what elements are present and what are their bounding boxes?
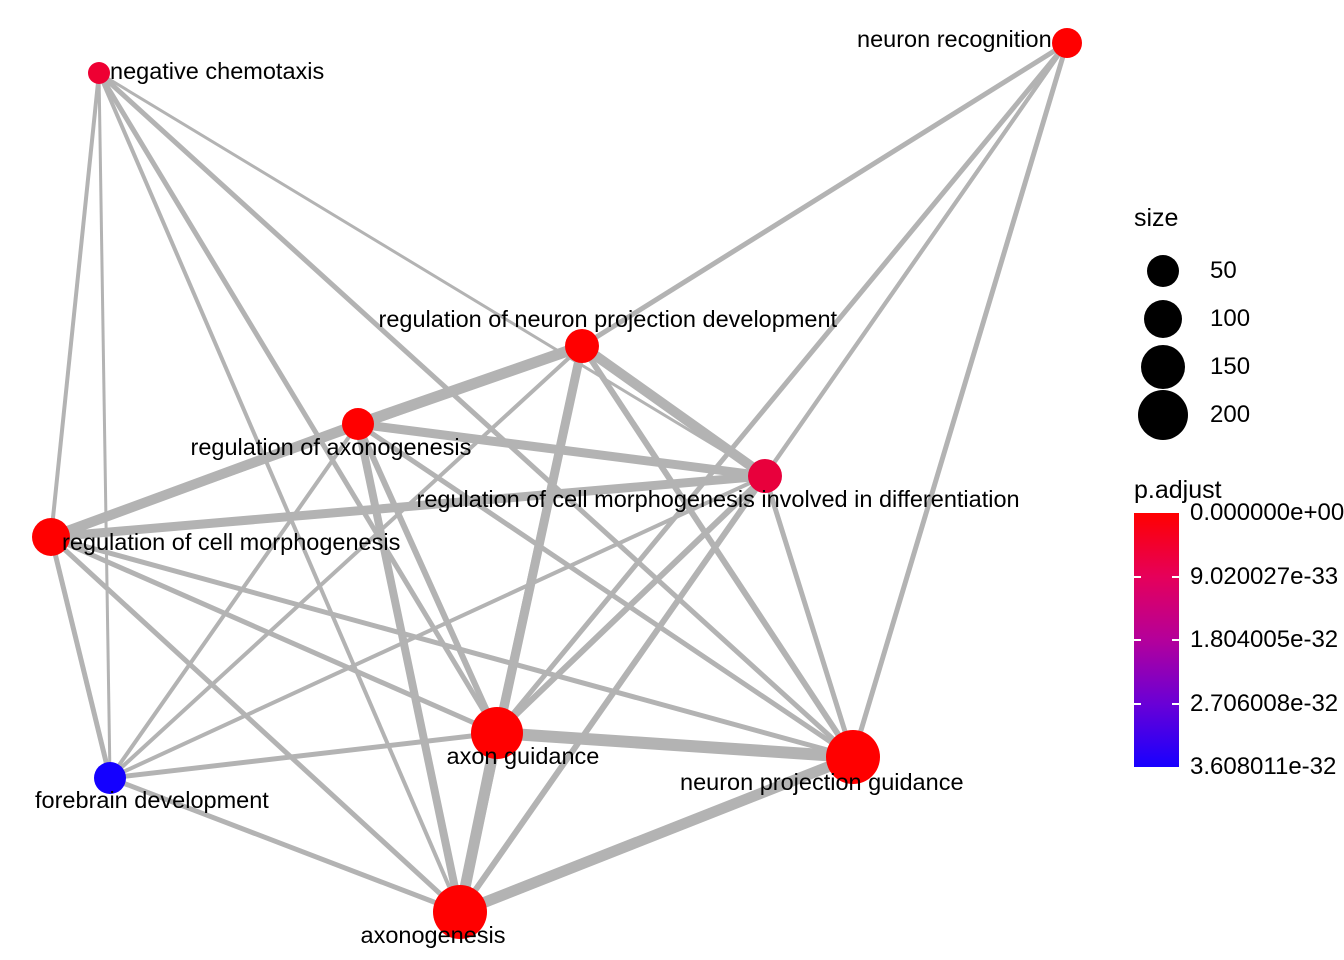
node-label: regulation of neuron projection developm… xyxy=(378,306,838,332)
size-legend-item: 150 xyxy=(1130,343,1340,391)
nodes-layer xyxy=(32,28,1082,939)
node-label: neuron projection guidance xyxy=(680,769,964,795)
network-edge xyxy=(109,730,498,781)
size-legend-circle-icon xyxy=(1138,390,1188,440)
colorbar-tick xyxy=(1172,702,1179,705)
network-edge xyxy=(96,71,500,735)
size-legend-title: size xyxy=(1134,204,1179,232)
size-legend-items: 50 100 150 200 xyxy=(1130,247,1340,440)
colorbar-tick-label: 2.706008e-32 xyxy=(1190,689,1339,717)
network-node[interactable] xyxy=(1052,28,1082,58)
network-edge xyxy=(496,727,854,763)
network-node[interactable] xyxy=(342,408,374,440)
node-label: regulation of axonogenesis xyxy=(190,434,472,460)
network-node[interactable] xyxy=(32,518,70,556)
size-legend-circle-icon xyxy=(1147,255,1179,287)
network-node[interactable] xyxy=(471,707,523,759)
size-legend-value: 150 xyxy=(1210,353,1251,380)
network-edge xyxy=(97,71,855,759)
node-label: neuron recognition xyxy=(857,26,1052,52)
size-legend-swatch xyxy=(1130,345,1196,389)
size-legend-item: 200 xyxy=(1130,390,1340,440)
network-edge xyxy=(763,41,1069,478)
network-edge xyxy=(355,422,500,735)
colorbar-tick-label: 3.608011e-32 xyxy=(1190,753,1337,780)
colorbar-tick xyxy=(1134,702,1141,705)
network-node[interactable] xyxy=(433,885,487,939)
size-legend-item: 100 xyxy=(1130,295,1340,343)
size-legend-value: 200 xyxy=(1210,401,1251,428)
colorbar-tick xyxy=(1134,575,1141,578)
p-adjust-colorbar-area: 0.000000e+00 9.020027e-33 1.804005e-32 2.70… xyxy=(1130,499,1344,780)
network-node[interactable] xyxy=(826,730,880,784)
network-edge xyxy=(108,422,360,780)
network-edge xyxy=(495,41,1069,735)
network-edge xyxy=(762,475,856,758)
network-edge xyxy=(48,536,113,779)
node-label: negative chemotaxis xyxy=(110,58,325,84)
p-adjust-colorbar xyxy=(1134,513,1179,767)
network-edge xyxy=(50,471,766,542)
size-legend-circle-icon xyxy=(1141,345,1185,389)
size-legend-circle-icon xyxy=(1144,300,1182,338)
size-legend-value: 50 xyxy=(1210,257,1237,284)
network-edge xyxy=(356,421,855,760)
node-label: forebrain development xyxy=(35,787,269,813)
network-edge xyxy=(108,344,584,780)
node-label: regulation of cell morphogenesis involve… xyxy=(416,486,1020,512)
network-edge xyxy=(49,72,101,538)
network-edge xyxy=(109,775,461,915)
network-edge xyxy=(50,534,854,760)
network-edge xyxy=(457,474,768,914)
colorbar-tick-label: 9.020027e-33 xyxy=(1190,562,1339,590)
size-legend-swatch xyxy=(1130,255,1196,287)
network-edge xyxy=(49,535,462,914)
network-edge xyxy=(457,751,856,918)
colorbar-tick xyxy=(1172,575,1179,578)
size-legend-item: 50 xyxy=(1130,247,1340,295)
size-legend-swatch xyxy=(1130,300,1196,338)
colorbar-tick-label: 0.000000e+00 xyxy=(1190,499,1344,526)
network-node[interactable] xyxy=(88,62,110,84)
network-node[interactable] xyxy=(565,329,599,363)
network-edge xyxy=(850,42,1070,758)
node-label: axon guidance xyxy=(446,743,600,769)
size-legend-value: 100 xyxy=(1210,305,1251,332)
size-legend-swatch xyxy=(1130,390,1196,440)
p-adjust-legend-title: p.adjust xyxy=(1134,476,1222,504)
network-edge xyxy=(579,341,768,481)
edges-layer xyxy=(48,40,1070,918)
network-node[interactable] xyxy=(748,459,782,493)
network-edge xyxy=(49,534,499,736)
network-edge xyxy=(580,40,1069,349)
colorbar-tick xyxy=(1172,639,1179,641)
size-legend: size 50 100 150 200 xyxy=(1130,204,1340,440)
colorbar-tick-label: 1.804005e-32 xyxy=(1190,626,1339,653)
p-adjust-legend: p.adjust 0.000000e+00 9.020027e-33 1.80400… xyxy=(1130,476,1344,780)
network-edge xyxy=(98,71,766,478)
network-node[interactable] xyxy=(94,762,126,794)
network-edge xyxy=(97,72,462,913)
network-edge xyxy=(357,419,766,481)
network-edge xyxy=(494,473,768,736)
colorbar-tick xyxy=(1134,639,1141,641)
network-edge xyxy=(109,474,766,780)
network-edge xyxy=(579,344,856,759)
network-edge xyxy=(97,72,112,779)
node-label: regulation of cell morphogenesis xyxy=(62,529,401,555)
node-label: axonogenesis xyxy=(360,922,506,948)
network-edge xyxy=(454,731,503,914)
network-edge xyxy=(49,419,360,542)
